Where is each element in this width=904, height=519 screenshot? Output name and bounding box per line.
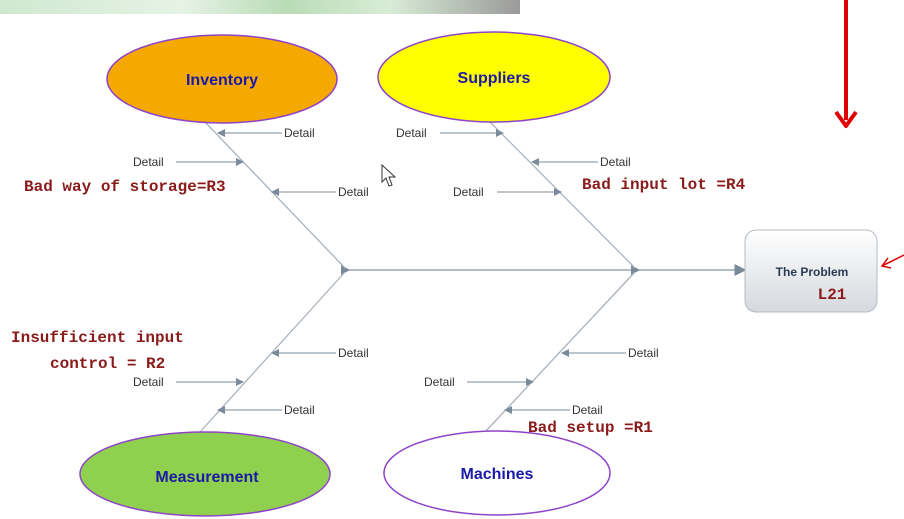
detail-label: Detail (600, 155, 631, 169)
header-image-strip (0, 0, 520, 14)
red-pointer-arrow (880, 254, 904, 269)
detail-label: Detail (284, 403, 315, 417)
problem-code: L21 (818, 286, 847, 304)
bone-inventory (204, 121, 346, 269)
detail-label: Detail (396, 126, 427, 140)
category-machines[interactable]: Machines (383, 430, 611, 516)
category-suppliers[interactable]: Suppliers (377, 31, 611, 123)
annotation-r1: Bad setup =R1 (528, 419, 653, 437)
category-label: Measurement (155, 469, 259, 486)
bone-measurement (199, 271, 346, 433)
category-label: Inventory (186, 72, 258, 89)
category-measurement[interactable]: Measurement (79, 431, 331, 517)
spine-junction-left (341, 265, 350, 275)
detail-label: Detail (133, 375, 164, 389)
annotation-r4: Bad input lot =R4 (582, 176, 746, 194)
category-label: Suppliers (458, 70, 531, 87)
red-down-arrow (834, 0, 858, 128)
spine-junction-right (631, 265, 640, 275)
detail-label: Detail (338, 185, 369, 199)
category-label: Machines (461, 466, 534, 483)
detail-label: Detail (572, 403, 603, 417)
detail-label: Detail (453, 185, 484, 199)
annotation-r2-line2: control = R2 (50, 355, 165, 373)
problem-box[interactable]: The Problem L21 (744, 229, 878, 313)
detail-label: Detail (628, 346, 659, 360)
detail-label: Detail (338, 346, 369, 360)
annotation-r3: Bad way of storage=R3 (24, 178, 226, 196)
problem-title: The Problem (776, 265, 849, 279)
detail-label: Detail (424, 375, 455, 389)
bone-machines (484, 271, 636, 433)
bone-suppliers (489, 121, 636, 269)
detail-label: Detail (133, 155, 164, 169)
mouse-cursor-icon (381, 163, 397, 187)
detail-label: Detail (284, 126, 315, 140)
category-inventory[interactable]: Inventory (106, 34, 338, 124)
annotation-r2-line1: Insufficient input (11, 329, 184, 347)
